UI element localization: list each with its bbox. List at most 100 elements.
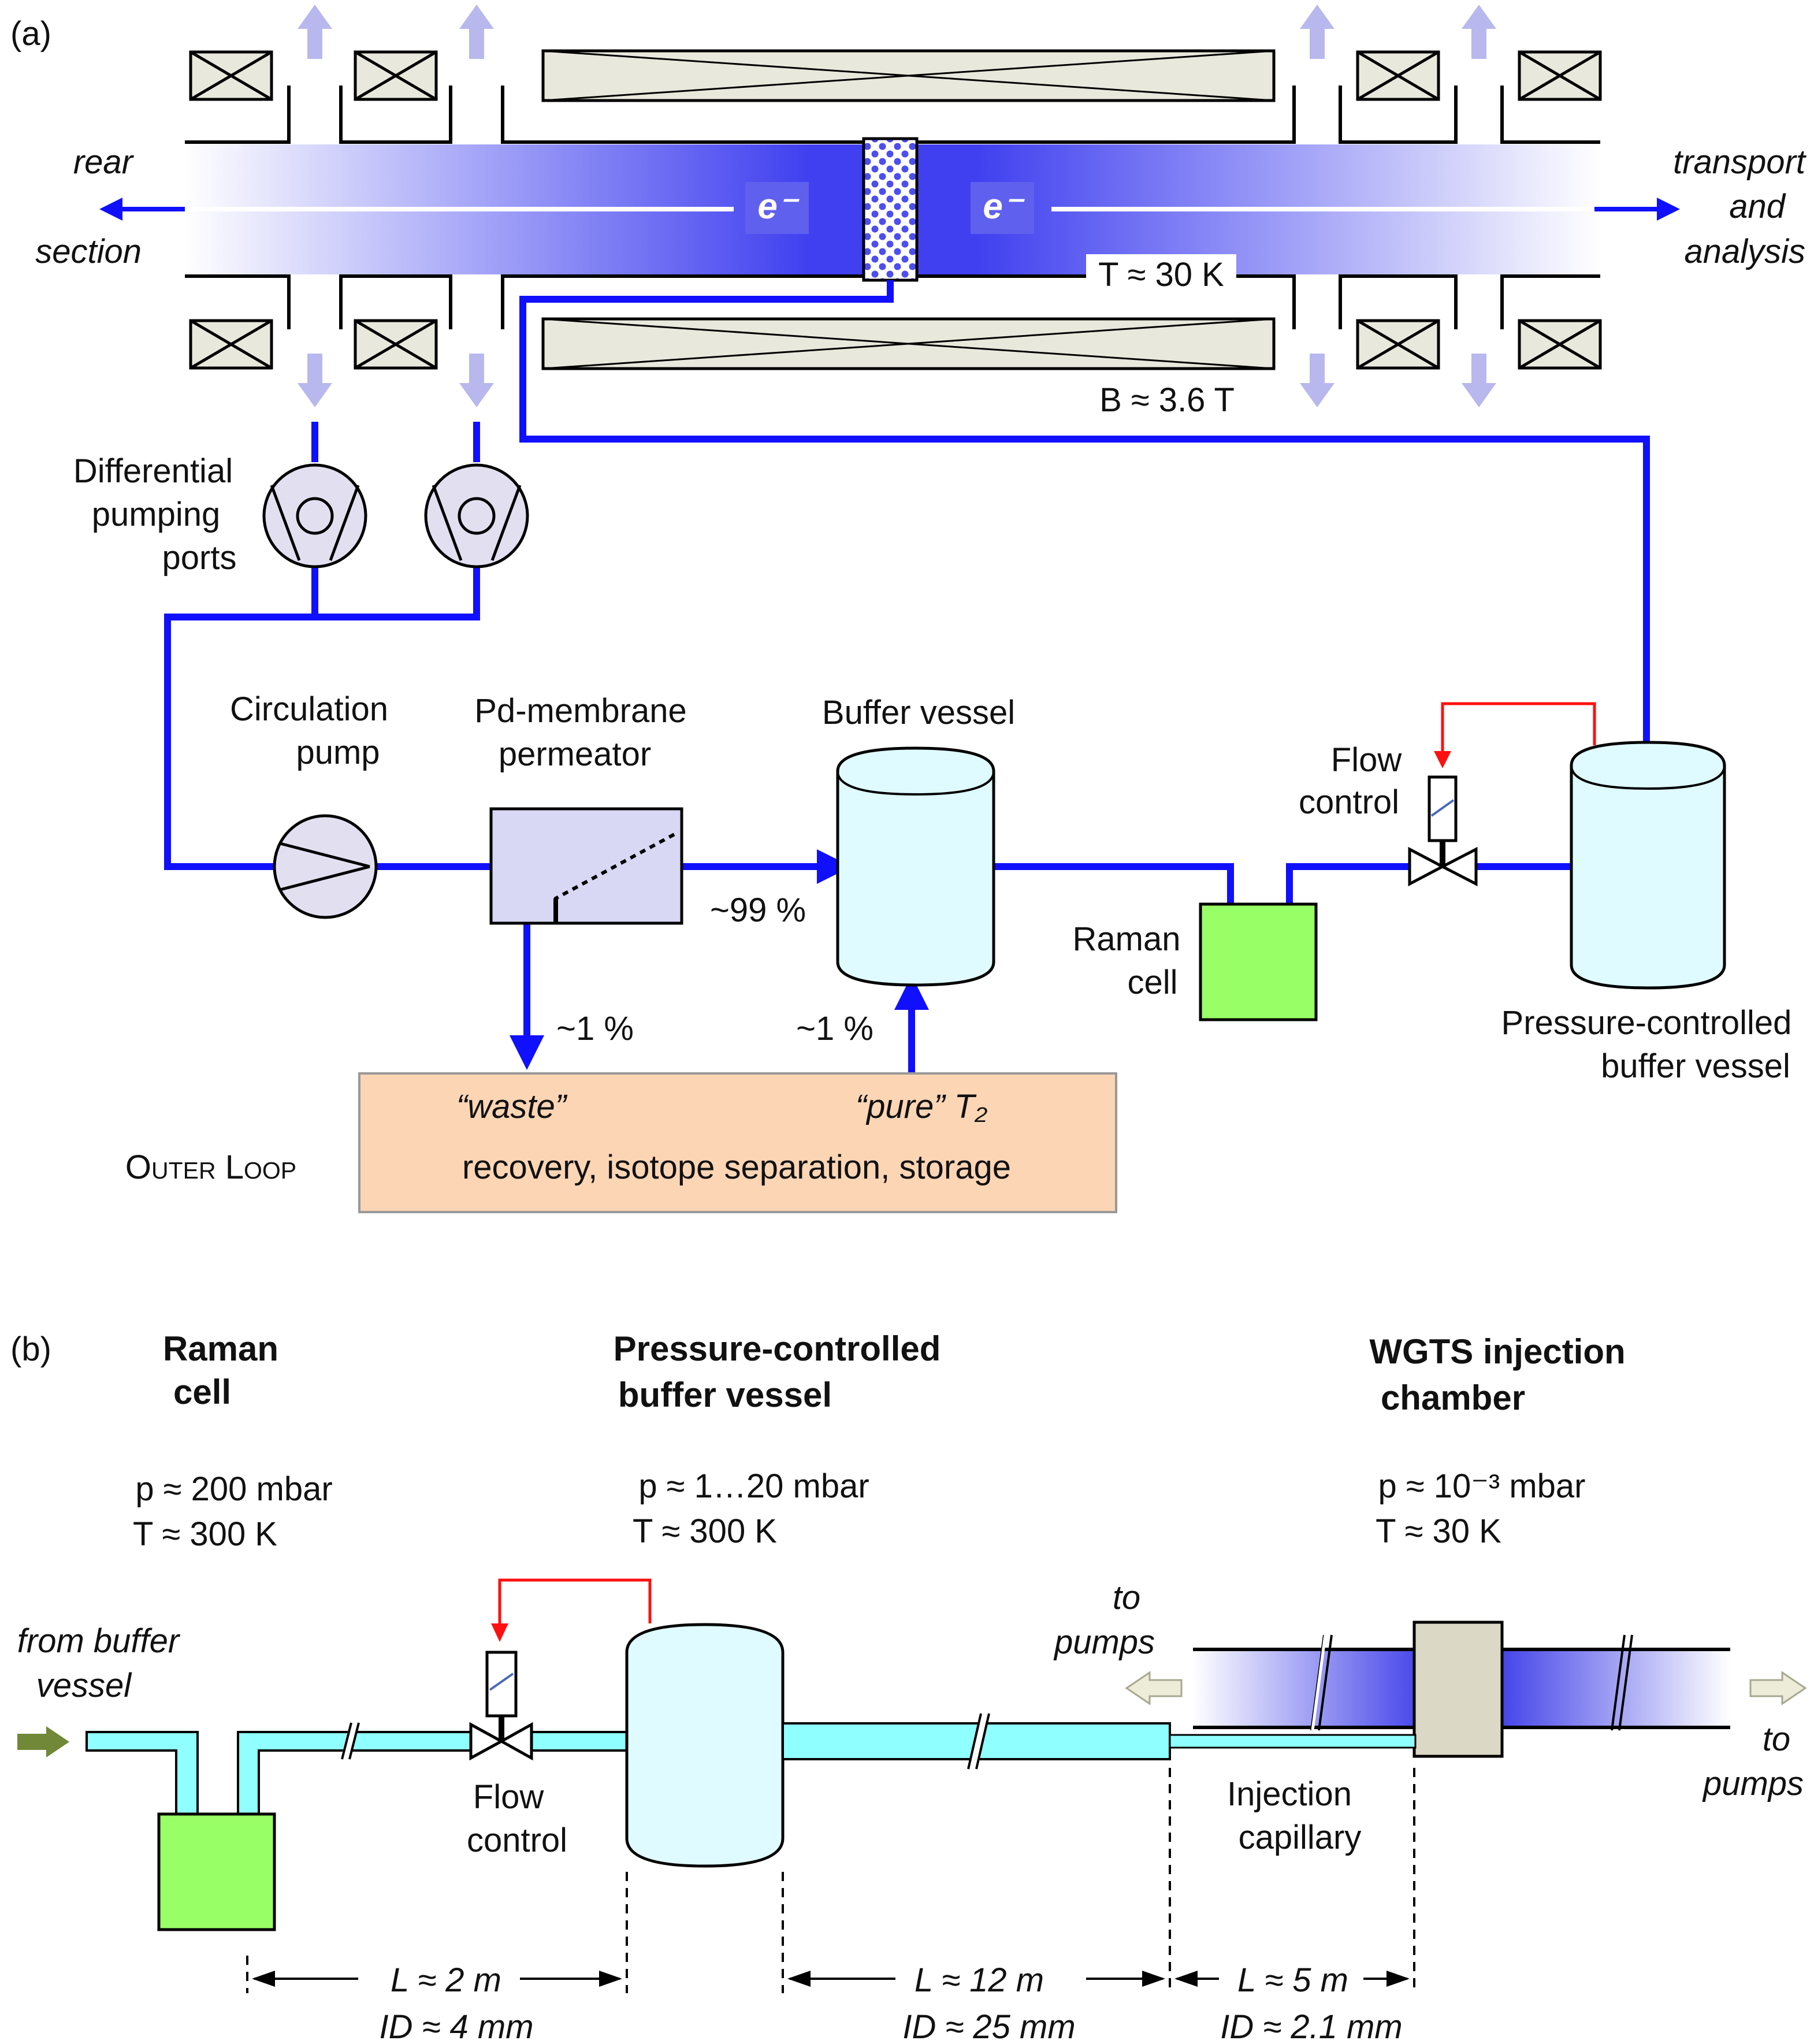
diff-pumping-label-line3: ports [162, 539, 237, 577]
temperature-label: T ≈ 30 K [1098, 256, 1224, 293]
control-arrow-icon [1434, 751, 1451, 768]
dim3-L: L ≈ 5 m [1237, 1961, 1348, 1999]
to-pumps-left-arrow-icon [1125, 1671, 1183, 1705]
dim2-L: L ≈ 12 m [915, 1961, 1044, 1999]
raman-T: T ≈ 300 K [133, 1515, 277, 1553]
pd-label-line1: Pd-membrane [474, 692, 686, 730]
circulation-pump [273, 814, 378, 919]
pcbv-label-line2: buffer vessel [1601, 1047, 1790, 1085]
raman-title-line2: cell [173, 1373, 231, 1411]
to-pumps-left-line1: to [1113, 1579, 1140, 1616]
control-arrow-b-icon [491, 1623, 508, 1642]
transport-label-line1: transport [1673, 143, 1807, 181]
pcbv-label-line1: Pressure-controlled [1501, 1004, 1792, 1042]
from-buffer-line2: vessel [36, 1667, 133, 1704]
field-label: B ≈ 3.6 T [1099, 381, 1235, 419]
wgts-T: T ≈ 30 K [1376, 1512, 1501, 1550]
waste-label: “waste” [456, 1088, 568, 1125]
pct-99-label: ~99 % [710, 891, 806, 929]
wgts-break-marks [1310, 1634, 1633, 1731]
raman-title-line1: Raman [163, 1329, 278, 1368]
wgts-injection-chamber [1412, 1621, 1504, 1758]
pcbv-title-line2: buffer vessel [618, 1376, 832, 1414]
pump-out-arrow-icon [298, 5, 332, 59]
pump-down-arrow-icon [459, 354, 494, 407]
capillary-raman-out [237, 1731, 472, 1821]
electron-label-left: e⁻ [757, 187, 799, 226]
wide-tube-break-mark [967, 1712, 990, 1770]
dim1-ID: ID ≈ 4 mm [379, 2008, 533, 2044]
coil-box [1518, 50, 1602, 101]
capillary-raman-loop [86, 1731, 199, 1821]
to-pumps-right-line2: pumps [1702, 1765, 1804, 1803]
pcbv-b [625, 1623, 785, 1868]
flow-control-label-line1: Flow [1331, 741, 1403, 779]
magnet-coils [189, 49, 1602, 370]
raman-label-line2: cell [1127, 964, 1177, 1001]
coil-box [354, 50, 438, 101]
circ-pump-label-line2: pump [296, 734, 380, 771]
flow-control-label-line2: control [1299, 783, 1399, 821]
circ-pump-label-line1: Circulation [230, 690, 388, 728]
dim3-ID: ID ≈ 2.1 mm [1220, 2008, 1402, 2044]
pure-label: “pure” T₂ [856, 1088, 987, 1125]
main-magnet-bottom [541, 317, 1276, 370]
control-feedback-line [1441, 702, 1596, 751]
coil-box [1356, 319, 1440, 370]
injection-label-line1: Injection [1227, 1775, 1352, 1813]
coil-box [354, 319, 438, 370]
flow-control-b-line2: control [467, 1822, 567, 1859]
injection-chamber [862, 137, 919, 282]
panel-a: (a) [10, 5, 1807, 1213]
flow-control-b-line1: Flow [473, 1778, 545, 1816]
panel-b-label: (b) [10, 1331, 51, 1368]
pct-1-right-label: ~1 % [796, 1010, 873, 1047]
electron-label-right: e⁻ [983, 187, 1024, 226]
pipe-injection-return [519, 280, 1650, 751]
pressure-controlled-buffer-vessel [1570, 741, 1726, 990]
buffer-vessel [836, 746, 995, 987]
buffer-vessel-label: Buffer vessel [822, 694, 1015, 731]
dim1-L: L ≈ 2 m [391, 1961, 501, 1999]
flow-control-valve-b [469, 1651, 533, 1761]
electron-label-bg [745, 182, 809, 234]
panel-a-label: (a) [10, 15, 51, 53]
pd-permeator [489, 807, 683, 925]
pipe-to-circ-pump [164, 614, 315, 870]
pipe-raman-to-valve [1286, 863, 1410, 907]
diff-pumping-label-line2: pumping [92, 496, 220, 533]
transport-label-line3: analysis [1684, 233, 1805, 270]
pipe-pump-collector [311, 562, 480, 620]
main-magnet-top [541, 49, 1276, 102]
pump-out-arrow-icon [1300, 5, 1335, 59]
dim2-ID: ID ≈ 25 mm [902, 2008, 1075, 2044]
flow-control-valve [1408, 775, 1478, 887]
injection-capillary-tube [1169, 1734, 1417, 1749]
raman-p: p ≈ 200 mbar [135, 1470, 332, 1508]
pcbv-p: p ≈ 1…20 mbar [638, 1467, 869, 1505]
pump-out-arrow-icon [459, 5, 494, 59]
electron-label-bg [971, 182, 1034, 234]
pump-down-arrow-icon [298, 354, 332, 407]
to-pumps-left-line2: pumps [1053, 1623, 1155, 1661]
diff-pumping-label-line1: Differential [73, 452, 233, 490]
capillary-valve-to-pcbv [530, 1731, 628, 1752]
coil-box [189, 50, 273, 101]
pcbv-title-line1: Pressure-controlled [614, 1329, 941, 1368]
wgts-title-line2: chamber [1381, 1378, 1525, 1417]
outer-loop-label: Outer Loop [125, 1149, 296, 1186]
rear-label-line1: rear [73, 143, 135, 181]
pcbv-T: T ≈ 300 K [633, 1512, 777, 1550]
raman-cell-b [157, 1812, 276, 1931]
coil-box [1518, 319, 1602, 370]
temperature-label-bg [1086, 254, 1236, 296]
pd-label-line2: permeator [499, 735, 651, 773]
pump-down-arrow-icon [1300, 354, 1335, 407]
pump-down-arrow-icon [1462, 354, 1496, 407]
raman-cell [1199, 902, 1318, 1021]
from-buffer-line1: from buffer [17, 1622, 181, 1660]
differential-pump-left [262, 463, 367, 568]
outer-loop-box [358, 1072, 1117, 1213]
pumping-arrows [298, 5, 1496, 407]
